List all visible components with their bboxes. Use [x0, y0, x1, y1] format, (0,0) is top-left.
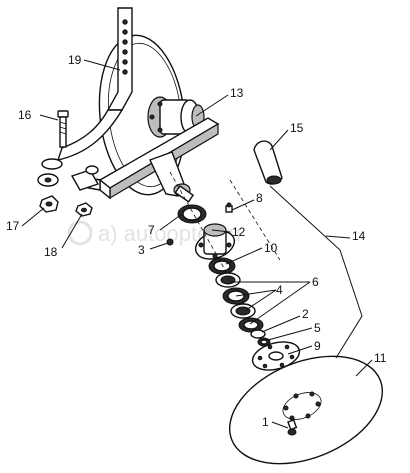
callout-16: 16: [18, 108, 32, 122]
fitting-3: [166, 238, 174, 246]
upper-hub-assembly: [147, 96, 205, 138]
bolt-16: [57, 110, 69, 148]
callout-11: 11: [374, 351, 387, 365]
callout-8: 8: [256, 191, 263, 205]
bolt-1: [287, 419, 298, 436]
callout-4: 4: [276, 283, 283, 297]
left-clamp-parts: [37, 158, 100, 191]
callout-13: 13: [230, 86, 244, 100]
leader-lines: [21, 59, 373, 429]
nut-18: [75, 202, 93, 217]
callout-17: 17: [6, 219, 20, 233]
nut-17: [39, 195, 59, 213]
hub-12: [194, 223, 236, 260]
callout-3: 3: [138, 243, 145, 257]
callout-10: 10: [264, 241, 278, 255]
grease-fitting-8: [225, 202, 233, 213]
callout-18: 18: [44, 245, 58, 259]
callout-6: 6: [312, 275, 319, 289]
callout-7: 7: [148, 223, 155, 237]
callout-19: 19: [68, 53, 82, 67]
callout-2: 2: [302, 307, 309, 321]
callout-labels: 1 2 3 4 5 6 7 8 9 10 11 12 13 14 15 16 1…: [6, 53, 387, 429]
washer-2: [250, 329, 266, 339]
bracket-14: [269, 185, 363, 359]
bearing-10: [208, 257, 236, 275]
callout-14: 14: [352, 229, 366, 243]
lower-disc-11: [228, 355, 384, 465]
callout-5: 5: [314, 321, 321, 335]
callout-1: 1: [262, 415, 269, 429]
dust-cap-15: [253, 140, 283, 185]
seal-7: [177, 204, 207, 224]
callout-12: 12: [232, 225, 246, 239]
callout-15: 15: [290, 121, 304, 135]
callout-9: 9: [314, 339, 321, 353]
